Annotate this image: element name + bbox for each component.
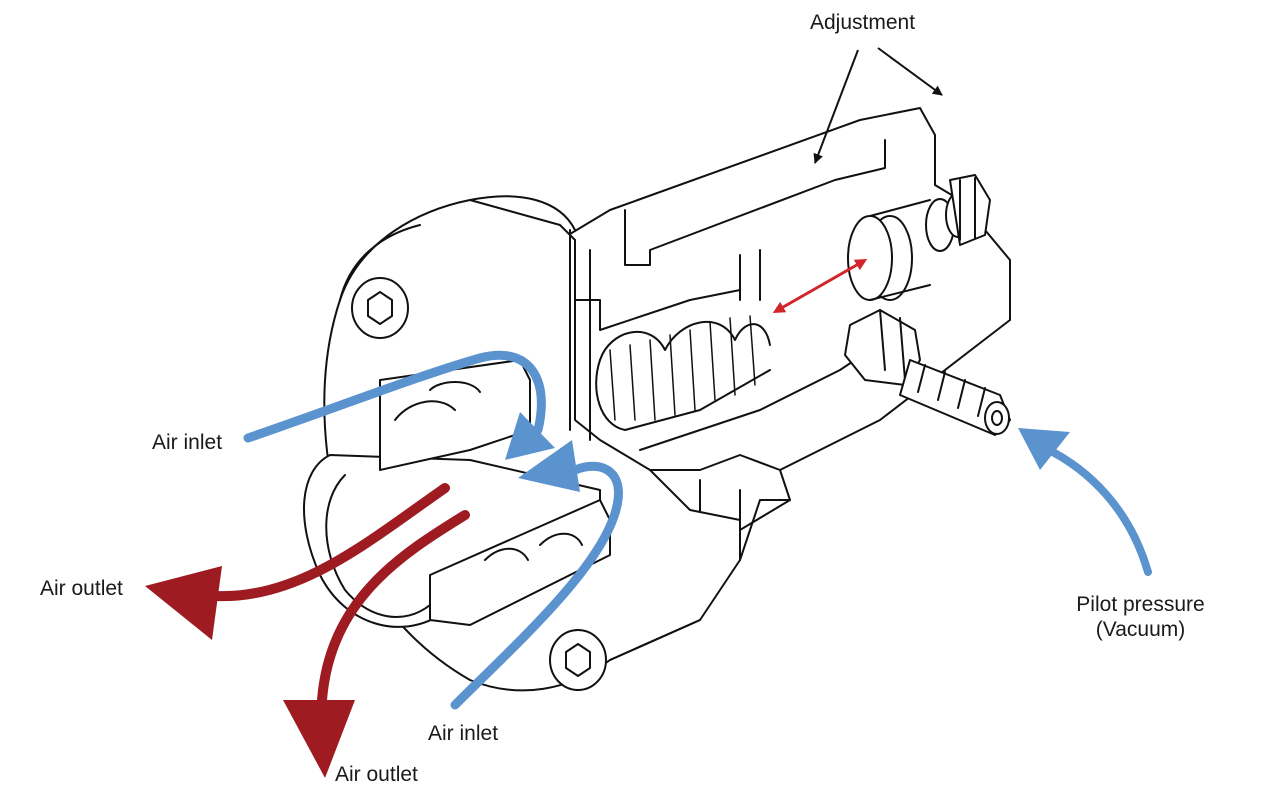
air-inlet-label-left: Air inlet bbox=[152, 431, 223, 454]
pilot-port-fitting bbox=[844, 309, 1011, 436]
adjustment-arrow-1 bbox=[813, 49, 859, 164]
pilot-pressure-line1: Pilot pressure bbox=[1076, 593, 1205, 616]
air-inlet-flow-upper bbox=[243, 350, 555, 460]
pilot-pressure-label: Pilot pressure (Vacuum) bbox=[1068, 592, 1213, 642]
pilot-pressure-line2: (Vacuum) bbox=[1095, 618, 1186, 642]
air-outlet-flow-left bbox=[145, 483, 450, 640]
air-inlet-label-bottom: Air inlet bbox=[428, 722, 499, 745]
adjustment-pointers bbox=[813, 47, 943, 164]
air-outlet-label-bottom: Air outlet bbox=[335, 763, 418, 786]
air-outlet-flow-bottom bbox=[283, 510, 470, 778]
valve-body bbox=[303, 107, 1011, 692]
adjustment-arrow-2 bbox=[877, 47, 943, 96]
adjustment-label: Adjustment bbox=[810, 11, 916, 34]
top-cap-screw bbox=[351, 277, 409, 339]
adjustment-piston bbox=[847, 174, 991, 301]
air-outlet-label-left: Air outlet bbox=[40, 577, 123, 600]
spring bbox=[595, 315, 771, 431]
air-inlet-flow-lower bbox=[450, 440, 623, 710]
bottom-cap-screw bbox=[549, 629, 607, 691]
pilot-pressure-flow bbox=[1018, 428, 1152, 576]
upper-channel bbox=[624, 139, 886, 266]
adjustment-travel-arrow bbox=[772, 259, 868, 313]
